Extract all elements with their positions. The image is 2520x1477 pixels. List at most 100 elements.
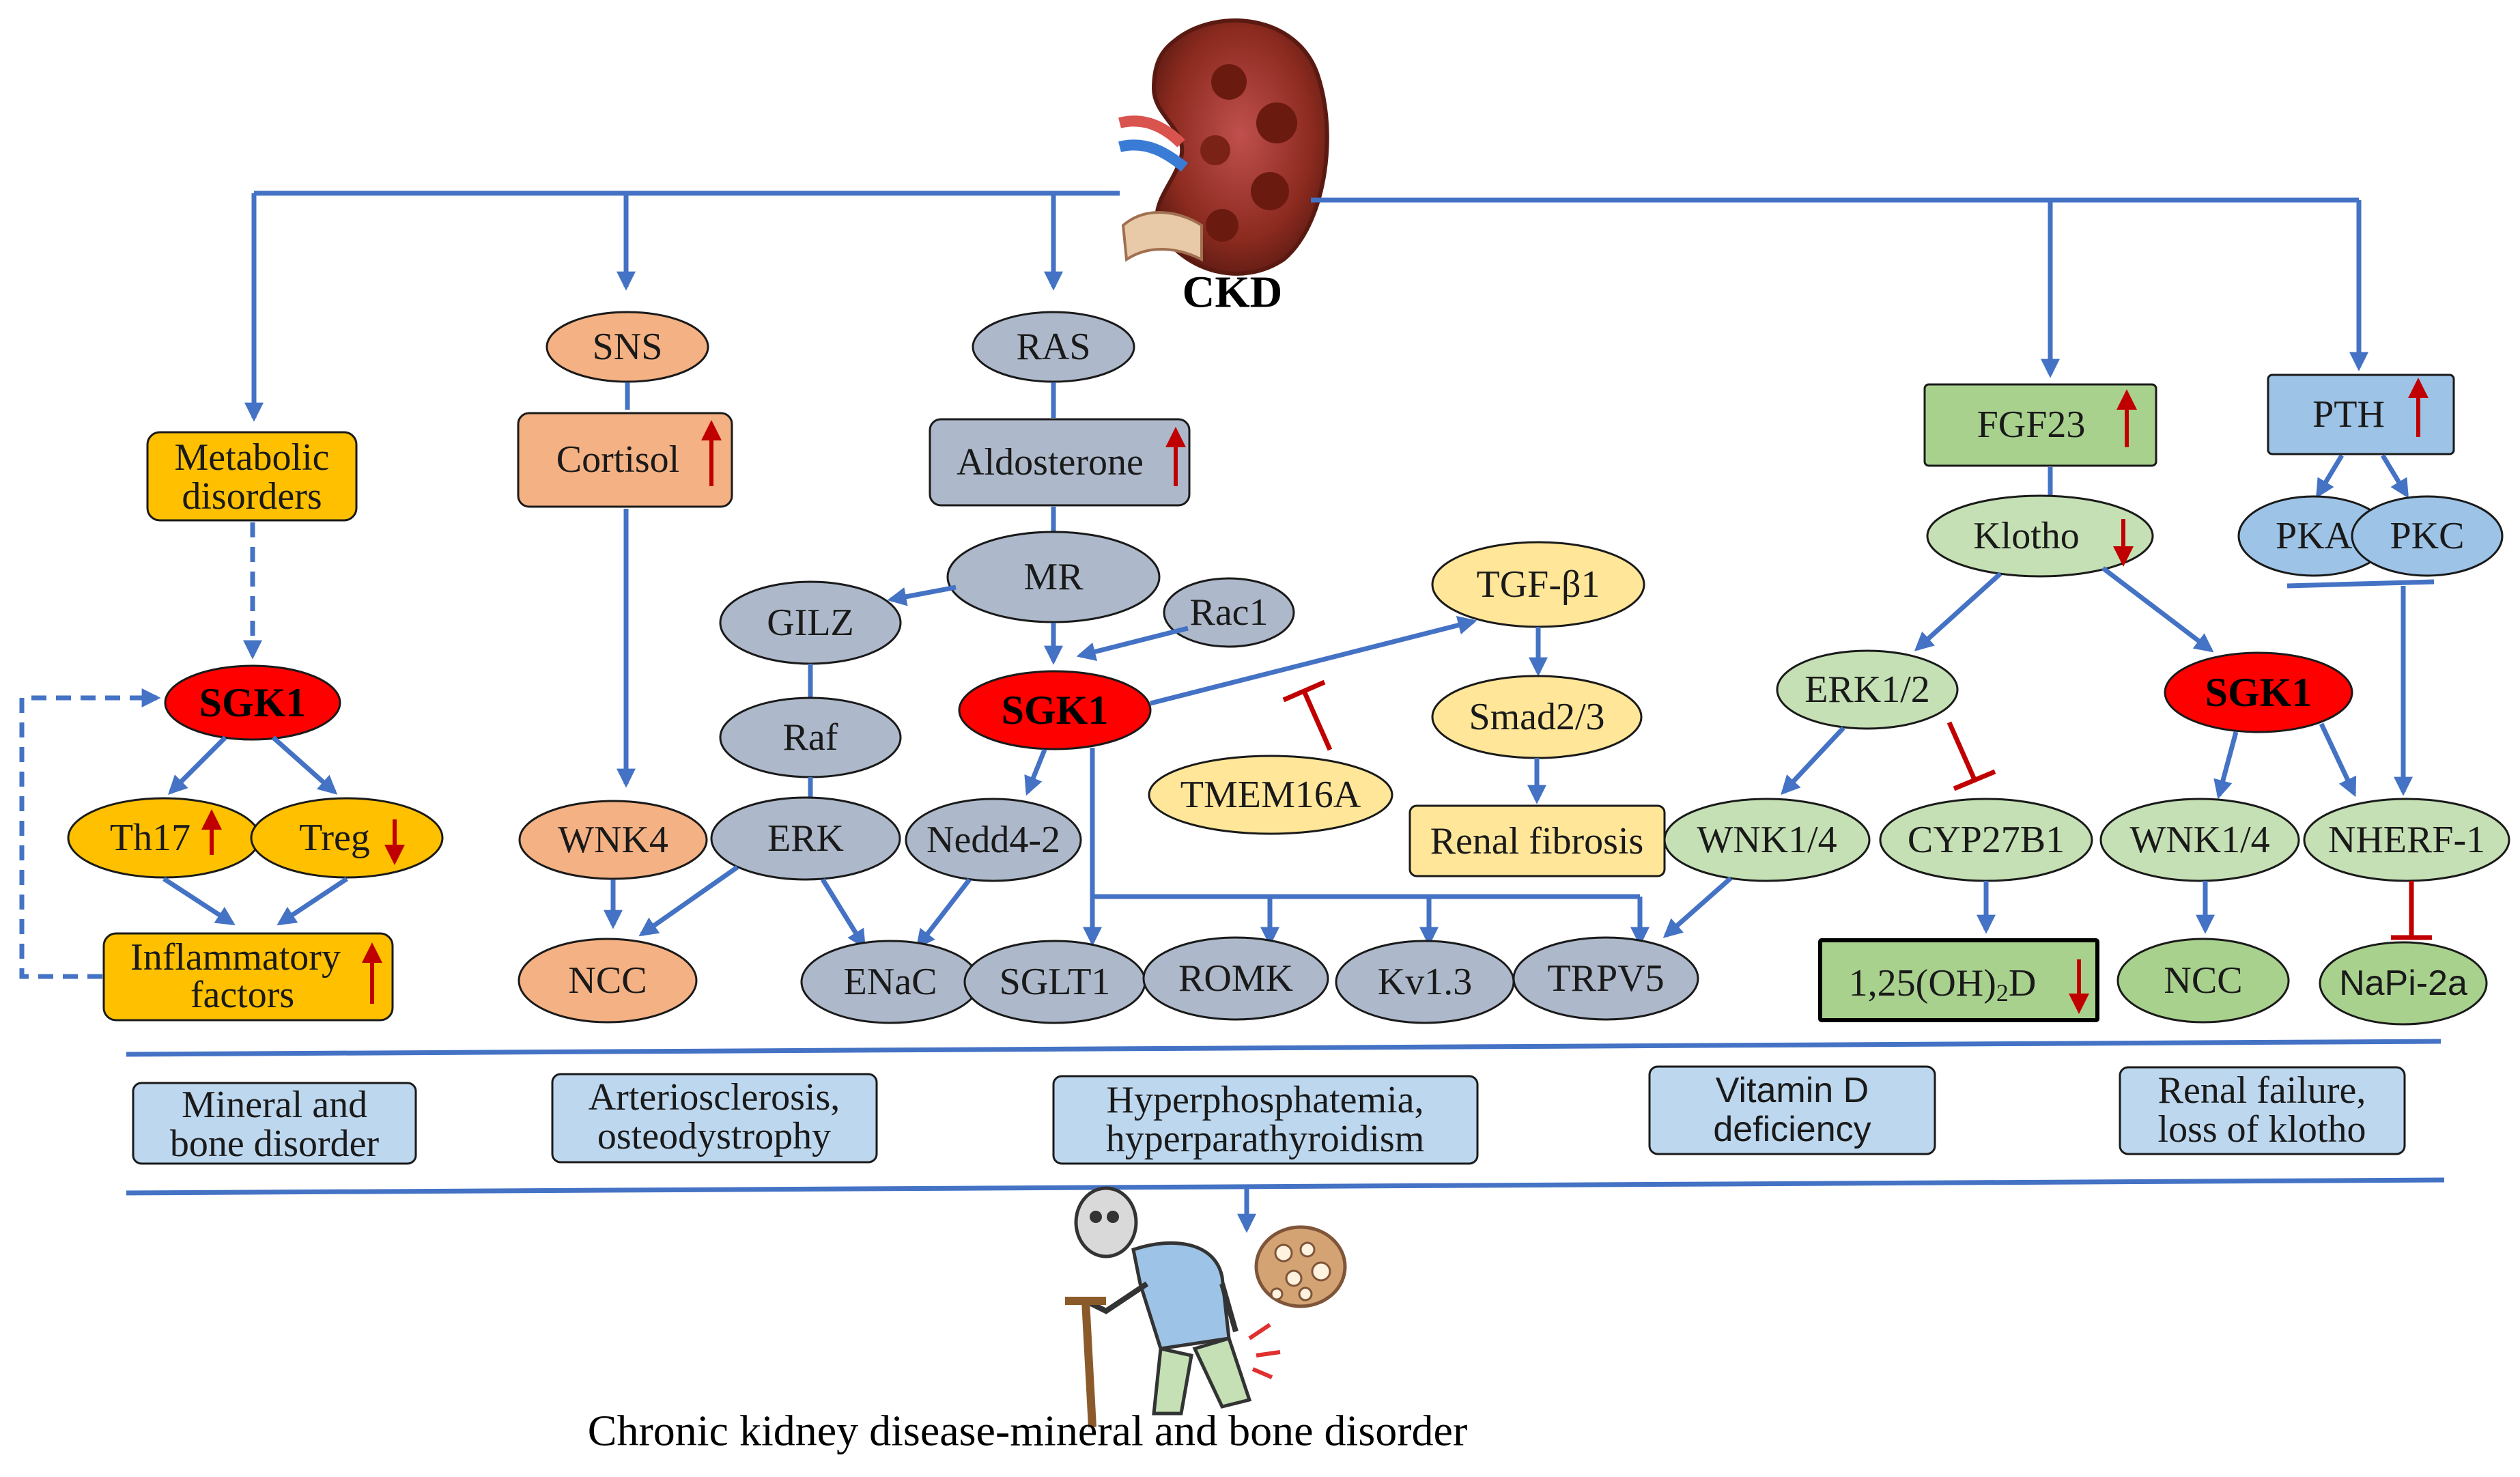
kidney-illustration (1118, 18, 1329, 276)
ras-node: RAS (972, 311, 1135, 383)
rac1-node: Rac1 (1163, 577, 1295, 648)
sgk1-right-node: SGK1 (2164, 651, 2353, 733)
sglt1-node: SGLT1 (963, 940, 1146, 1024)
vitamin-d-node: 1,25(OH)2D (1818, 938, 2099, 1022)
klotho-node: Klotho (1926, 494, 2154, 578)
trpv5-label: TRPV5 (1547, 957, 1664, 1000)
pka-node: PKA (2237, 495, 2390, 577)
metabolic-line1: Metabolic (174, 436, 329, 479)
outcome-line1: Arteriosclerosis, (589, 1076, 840, 1119)
treg-label: Treg (299, 817, 370, 859)
nedd4-2-label: Nedd4-2 (926, 819, 1060, 861)
wnk4-node: WNK4 (518, 800, 708, 880)
outcome-line1: Mineral and (182, 1084, 367, 1126)
outcome-line1: Renal failure, (2158, 1069, 2366, 1112)
elderly-person-illustration (1065, 1186, 1281, 1428)
sns-label: SNS (593, 326, 663, 368)
erk-label: ERK (767, 817, 844, 860)
klotho-label: Klotho (1973, 515, 2080, 557)
outcome-line1: Hyperphosphatemia, (1107, 1079, 1424, 1121)
pth-label: PTH (2312, 393, 2385, 436)
wnk4-label: WNK4 (558, 819, 668, 861)
mr-node: MR (946, 531, 1161, 623)
nherf-1-node: NHERF-1 (2303, 798, 2510, 882)
pka-label: PKA (2276, 515, 2353, 557)
rac1-label: Rac1 (1189, 591, 1268, 634)
renal-fibrosis-label: Renal fibrosis (1430, 820, 1644, 862)
romk-node: ROMK (1142, 936, 1329, 1021)
tmem16a-node: TMEM16A (1148, 755, 1393, 835)
kv1-3-label: Kv1.3 (1378, 961, 1472, 1003)
smad2-3-node: Smad2/3 (1431, 675, 1643, 759)
aldosterone-node: Aldosterone (929, 418, 1191, 507)
renal-fibrosis-node: Renal fibrosis (1408, 804, 1666, 877)
outcome-line2: bone disorder (170, 1123, 380, 1165)
tgf-beta1-node: TGF-β1 (1431, 541, 1645, 628)
outcome-renal-failure: Renal failure, loss of klotho (2119, 1066, 2406, 1155)
outcome-line2: deficiency (1713, 1110, 1871, 1149)
erk-node: ERK (710, 796, 901, 881)
wnk1-4-a-label: WNK1/4 (1697, 819, 1837, 861)
pth-node: PTH (2267, 374, 2455, 455)
sglt1-label: SGLT1 (1000, 961, 1111, 1003)
inflammatory-factors-node: Inflammatory factors (102, 932, 394, 1022)
nedd4-2-node: Nedd4-2 (905, 798, 1082, 882)
ncc-right-label: NCC (2164, 959, 2242, 1002)
metabolic-disorders-node: Metabolic disorders (146, 431, 358, 522)
th17-label: Th17 (110, 817, 190, 859)
enac-label: ENaC (844, 961, 937, 1003)
sgk1-mid-node: SGK1 (958, 670, 1152, 750)
erk1-2-label: ERK1/2 (1804, 669, 1930, 711)
sns-node: SNS (546, 311, 709, 383)
cortisol-label: Cortisol (556, 438, 679, 481)
wnk1-4-a-node: WNK1/4 (1663, 798, 1871, 882)
outcome-mineral-bone: Mineral and bone disorder (132, 1082, 417, 1165)
outcome-arteriosclerosis: Arteriosclerosis, osteodystrophy (551, 1073, 878, 1164)
romk-label: ROMK (1178, 957, 1293, 1000)
sgk1-right-label: SGK1 (2205, 670, 2312, 715)
napi-2a-label: NaPi-2a (2339, 963, 2467, 1003)
cortisol-node: Cortisol (517, 412, 733, 508)
trpv5-node: TRPV5 (1512, 936, 1699, 1021)
outcome-line2: osteodystrophy (597, 1115, 831, 1157)
bone-texture-icon (1254, 1225, 1347, 1308)
outcome-line2: hyperparathyroidism (1106, 1118, 1425, 1160)
pkc-node: PKC (2351, 495, 2504, 577)
treg-node: Treg (250, 797, 444, 879)
top-connector-lines (244, 191, 2368, 422)
outcome-hyperphosphatemia: Hyperphosphatemia, hyperparathyroidism (1052, 1075, 1479, 1165)
wnk1-4-b-node: WNK1/4 (2099, 798, 2300, 882)
tgf-beta1-label: TGF-β1 (1477, 563, 1600, 606)
nherf-1-label: NHERF-1 (2328, 819, 2485, 861)
tmem16a-label: TMEM16A (1180, 774, 1361, 816)
smad2-3-label: Smad2/3 (1469, 696, 1604, 738)
gilz-node: GILZ (719, 580, 902, 665)
metabolic-line2: disorders (182, 475, 322, 518)
cyp27b1-node: CYP27B1 (1879, 798, 2093, 882)
outcome-line1: Vitamin D (1716, 1071, 1869, 1110)
sgk1-left-node: SGK1 (164, 664, 341, 741)
aldosterone-label: Aldosterone (957, 441, 1144, 483)
ras-label: RAS (1017, 326, 1091, 368)
raf-node: Raf (719, 697, 902, 778)
ckd-title: CKD (1183, 268, 1283, 318)
sgk1-mid-label: SGK1 (1002, 688, 1109, 733)
napi-2a-node: NaPi-2a (2319, 941, 2488, 1026)
inhibition-napi2a (2391, 881, 2432, 940)
inhibition-tmem16a (1282, 679, 1333, 751)
outcome-line2: loss of klotho (2158, 1108, 2366, 1151)
outcome-band-top-line (126, 1039, 2441, 1057)
vitamin-d-label: 1,25(OH)2D (1849, 962, 2037, 1007)
diagram-caption: Chronic kidney disease-mineral and bone … (588, 1407, 1468, 1455)
cyp27b1-label: CYP27B1 (1908, 819, 2065, 861)
ncc-right-node: NCC (2116, 938, 2290, 1024)
ncc-left-node: NCC (518, 938, 698, 1024)
outcome-band-bottom-line (126, 1177, 2445, 1196)
outcome-vitamin-d: Vitamin D deficiency (1648, 1065, 1936, 1155)
inflam-line2: factors (190, 974, 294, 1016)
kv1-3-node: Kv1.3 (1335, 940, 1515, 1024)
ncc-left-label: NCC (568, 959, 647, 1002)
raf-label: Raf (783, 716, 838, 759)
inflam-line1: Inflammatory (130, 936, 341, 979)
